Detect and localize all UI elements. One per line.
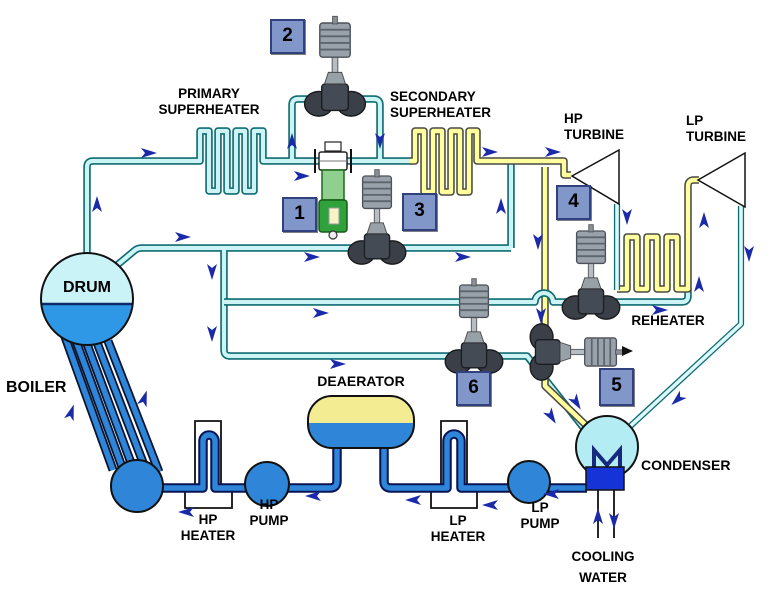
control-valve-3[interactable] (347, 168, 407, 266)
label-drum: DRUM (55, 279, 119, 297)
condenser-tube-bundle (592, 444, 622, 470)
label-line: LP (686, 113, 704, 128)
label-reheater: REHEATER (612, 313, 724, 329)
condenser-vessel (575, 415, 639, 538)
label-line: SECONDARY (390, 89, 476, 104)
boiler-tubes (55, 321, 164, 481)
valve-tag-2[interactable]: 2 (270, 19, 305, 54)
label-line: DRUM (63, 279, 111, 296)
label-line: LP (531, 500, 549, 515)
label-line: CONDENSER (641, 457, 731, 473)
label-line: HEATER (430, 529, 486, 544)
valve-tag-6[interactable]: 6 (456, 371, 491, 406)
label-hp-pump: HP PUMP (240, 497, 298, 529)
deaerator-vessel (307, 395, 415, 449)
label-line: SUPERHEATER (390, 105, 492, 120)
lp-turbine-symbol (696, 151, 746, 209)
pipe-bypass-to-reheat (224, 289, 568, 306)
pipe-turbine-exhaust (613, 204, 745, 434)
hp-turbine-symbol (570, 148, 620, 206)
label-lp-turbine: LP TURBINE (686, 113, 746, 145)
label-condenser: CONDENSER (641, 457, 730, 473)
label-primary-superheater: PRIMARY SUPERHEATER (145, 86, 273, 118)
label-hp-heater: HP HEATER (172, 512, 244, 544)
label-lp-pump: LP PUMP (506, 500, 574, 532)
lp-pump (507, 460, 551, 504)
label-line: SUPERHEATER (158, 102, 260, 117)
steam-drum (40, 252, 134, 346)
label-secondary-superheater: SECONDARY SUPERHEATER (390, 89, 491, 121)
valve-tag-1[interactable]: 1 (282, 197, 317, 232)
label-line: COOLING (571, 549, 635, 564)
label-line: BOILER (6, 379, 67, 396)
label-lp-heater: LP HEATER (420, 513, 496, 545)
control-valve-1[interactable] (314, 141, 352, 240)
label-deaerator: DEAERATOR (300, 373, 422, 389)
label-line: LP (449, 513, 467, 528)
label-line: REHEATER (631, 313, 705, 328)
label-line: PUMP (520, 516, 560, 531)
label-line: PRIMARY (178, 86, 240, 101)
label-line: TURBINE (564, 127, 624, 142)
label-cooling-water: COOLING WATER (556, 546, 650, 588)
boiler-lower-header (110, 459, 164, 513)
label-line: DEAERATOR (317, 373, 405, 389)
hp-pump (244, 461, 290, 507)
valve-tag-3[interactable]: 3 (402, 193, 437, 231)
pipe-feedwater (162, 429, 587, 493)
control-valve-4[interactable] (561, 223, 621, 321)
label-line: HP (259, 497, 279, 512)
valve-5-discharge-arrow (622, 346, 633, 356)
control-valve-6[interactable] (444, 277, 504, 375)
label-line: HP (564, 111, 583, 126)
pipe-superheated-steam (410, 127, 699, 433)
valve-tag-5[interactable]: 5 (599, 368, 634, 406)
label-line: PUMP (249, 513, 289, 528)
condenser-hotwell (585, 466, 625, 491)
control-valve-2[interactable] (303, 15, 367, 118)
label-boiler: BOILER (6, 379, 66, 397)
label-line: WATER (579, 570, 627, 585)
label-line: HP (198, 512, 218, 527)
label-hp-turbine: HP TURBINE (564, 111, 624, 143)
valve-tag-4[interactable]: 4 (556, 185, 591, 220)
label-line: TURBINE (686, 129, 746, 144)
label-line: HEATER (180, 528, 236, 543)
